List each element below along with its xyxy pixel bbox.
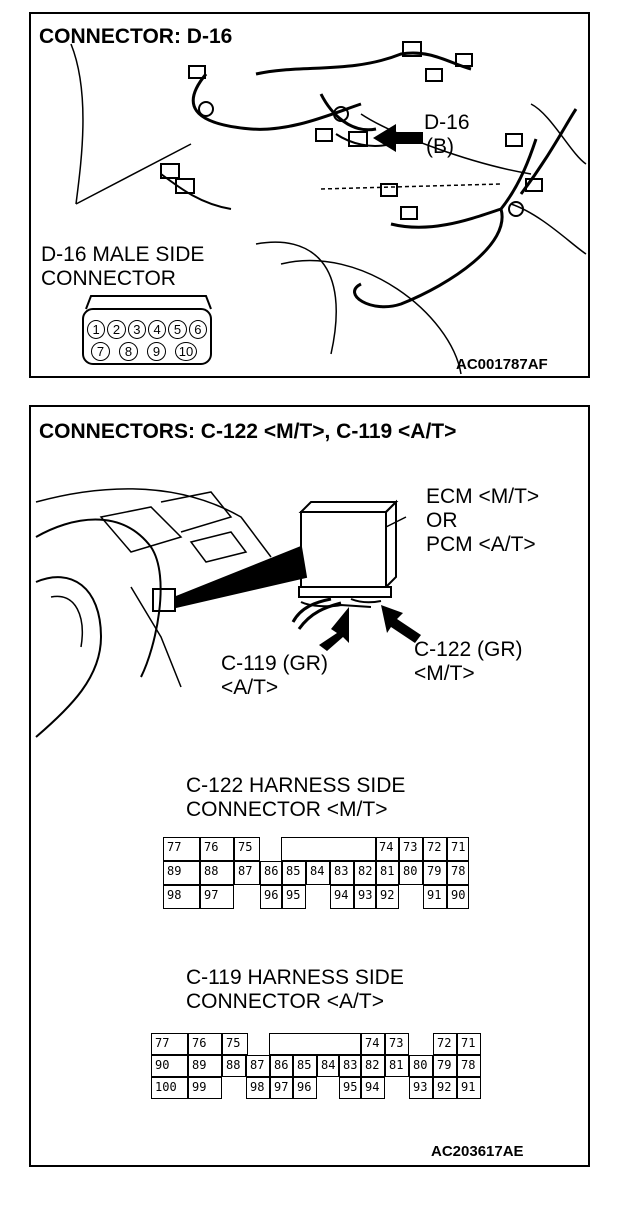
- pin-cell: 82: [361, 1055, 385, 1077]
- pin-cell: 84: [306, 861, 330, 885]
- panel-title: CONNECTOR: D-16: [39, 25, 233, 48]
- ecm-label: ECM <M/T>: [426, 485, 540, 508]
- pin-cell: 100: [151, 1077, 188, 1099]
- pin-circle: 9: [147, 342, 166, 361]
- figure-code: AC001787AF: [456, 356, 548, 373]
- pin-circle: 7: [91, 342, 110, 361]
- pin-cell: 86: [270, 1055, 293, 1077]
- ecm-or-label: OR: [426, 509, 458, 532]
- pin-cell: 86: [260, 861, 282, 885]
- pin-cell: 85: [293, 1055, 317, 1077]
- d16-callout-sublabel: (B): [426, 135, 454, 158]
- pin-cell: 95: [339, 1077, 361, 1099]
- pin-cell: 82: [354, 861, 376, 885]
- pcm-label: PCM <A/T>: [426, 533, 536, 556]
- pin-cell: 92: [376, 885, 399, 909]
- pin-cell: 92: [433, 1077, 457, 1099]
- pin-circle: 4: [147, 320, 167, 339]
- pin-cell: 98: [163, 885, 200, 909]
- pin-cell: 71: [457, 1033, 481, 1055]
- side-connector-sublabel: CONNECTOR: [41, 267, 176, 290]
- pin-cell: 96: [293, 1077, 317, 1099]
- c122-label: C-122 (GR): [414, 638, 523, 661]
- c119-pin-grid: 77 76 75 74 73 72 71 90 89 88 87 86 85 8…: [151, 1033, 481, 1099]
- pin-cell: 73: [399, 837, 423, 861]
- d16-callout-label: D-16: [424, 111, 470, 134]
- pin-cell: 85: [282, 861, 306, 885]
- c122-arrow-icon: [381, 605, 421, 643]
- c119-harness-subtitle: CONNECTOR <A/T>: [186, 990, 384, 1013]
- pin-cell: 90: [447, 885, 469, 909]
- pin-cell: 78: [457, 1055, 481, 1077]
- pin-cell: 84: [317, 1055, 339, 1077]
- pin-cell: 79: [433, 1055, 457, 1077]
- c122-harness-subtitle: CONNECTOR <M/T>: [186, 798, 388, 821]
- pin-circle: 10: [175, 342, 197, 361]
- pin-cell: 81: [376, 861, 399, 885]
- c119-arrow-icon: [319, 607, 349, 651]
- pin-cell: 94: [361, 1077, 385, 1099]
- pin-cell: 73: [385, 1033, 409, 1055]
- pin-cell: 78: [447, 861, 469, 885]
- pin-cell: 75: [234, 837, 260, 861]
- pin-cell: 91: [457, 1077, 481, 1099]
- c119-harness-title: C-119 HARNESS SIDE: [186, 966, 404, 989]
- pin-cell: 97: [200, 885, 234, 909]
- pin-cell: [281, 837, 377, 861]
- pin-cell: 90: [151, 1055, 188, 1077]
- pin-cell: 74: [361, 1033, 385, 1055]
- c122-harness-title: C-122 HARNESS SIDE: [186, 774, 406, 797]
- side-connector-label: D-16 MALE SIDE: [41, 243, 205, 266]
- pin-cell: 72: [433, 1033, 457, 1055]
- pin-cell: 95: [282, 885, 306, 909]
- vehicle-harness-illustration: [70, 41, 587, 375]
- pin-cell: 80: [399, 861, 423, 885]
- pin-circle: 3: [127, 320, 146, 339]
- pin-cell: 88: [222, 1055, 246, 1077]
- pin-cell: 93: [354, 885, 376, 909]
- pin-circle: 6: [188, 320, 207, 339]
- connectors-c122-c119-panel: CONNECTORS: C-122 <M/T>, C-119 <A/T> ECM…: [29, 405, 590, 1167]
- pin-circle: 8: [119, 342, 138, 361]
- pin-cell: 81: [385, 1055, 409, 1077]
- figure-code: AC203617AE: [431, 1143, 524, 1160]
- dashboard-ecm-illustration: [35, 488, 421, 738]
- pin-circle: 5: [168, 320, 187, 339]
- pin-cell: 77: [151, 1033, 188, 1055]
- pin-cell: 87: [246, 1055, 270, 1077]
- pin-cell: 83: [339, 1055, 361, 1077]
- pin-cell: 74: [375, 837, 399, 861]
- pin-cell: 72: [423, 837, 447, 861]
- c119-sublabel: <A/T>: [221, 676, 279, 699]
- d16-arrow-icon: [373, 124, 423, 152]
- pin-cell: 80: [409, 1055, 433, 1077]
- pin-cell: 87: [234, 861, 260, 885]
- pin-cell: 98: [246, 1077, 270, 1099]
- pin-cell: 96: [260, 885, 282, 909]
- pin-cell: 89: [163, 861, 200, 885]
- pin-cell: 75: [222, 1033, 248, 1055]
- pin-circle: 1: [87, 320, 106, 339]
- connector-d16-panel: CONNECTOR: D-16 D-16 (B) D-16 MALE SIDE …: [29, 12, 590, 378]
- panel-title: CONNECTORS: C-122 <M/T>, C-119 <A/T>: [39, 420, 457, 443]
- pin-cell: 97: [270, 1077, 293, 1099]
- pin-cell: 89: [188, 1055, 222, 1077]
- pin-cell: 88: [200, 861, 234, 885]
- pin-cell: 77: [163, 837, 200, 861]
- pin-cell: 79: [423, 861, 447, 885]
- pin-cell: 71: [447, 837, 469, 861]
- pin-cell: 76: [200, 837, 234, 861]
- pin-cell: 94: [330, 885, 354, 909]
- c119-label: C-119 (GR): [221, 652, 328, 675]
- c122-pin-grid: 77 76 75 74 73 72 71 89 88 87 86 85 84 8…: [163, 837, 469, 909]
- pin-circle: 2: [107, 320, 126, 339]
- pin-cell: 99: [188, 1077, 222, 1099]
- pin-cell: 93: [409, 1077, 433, 1099]
- pin-cell: 91: [423, 885, 447, 909]
- c122-sublabel: <M/T>: [414, 662, 475, 685]
- pin-cell: [269, 1033, 361, 1055]
- pin-cell: 76: [188, 1033, 222, 1055]
- pin-cell: 83: [330, 861, 354, 885]
